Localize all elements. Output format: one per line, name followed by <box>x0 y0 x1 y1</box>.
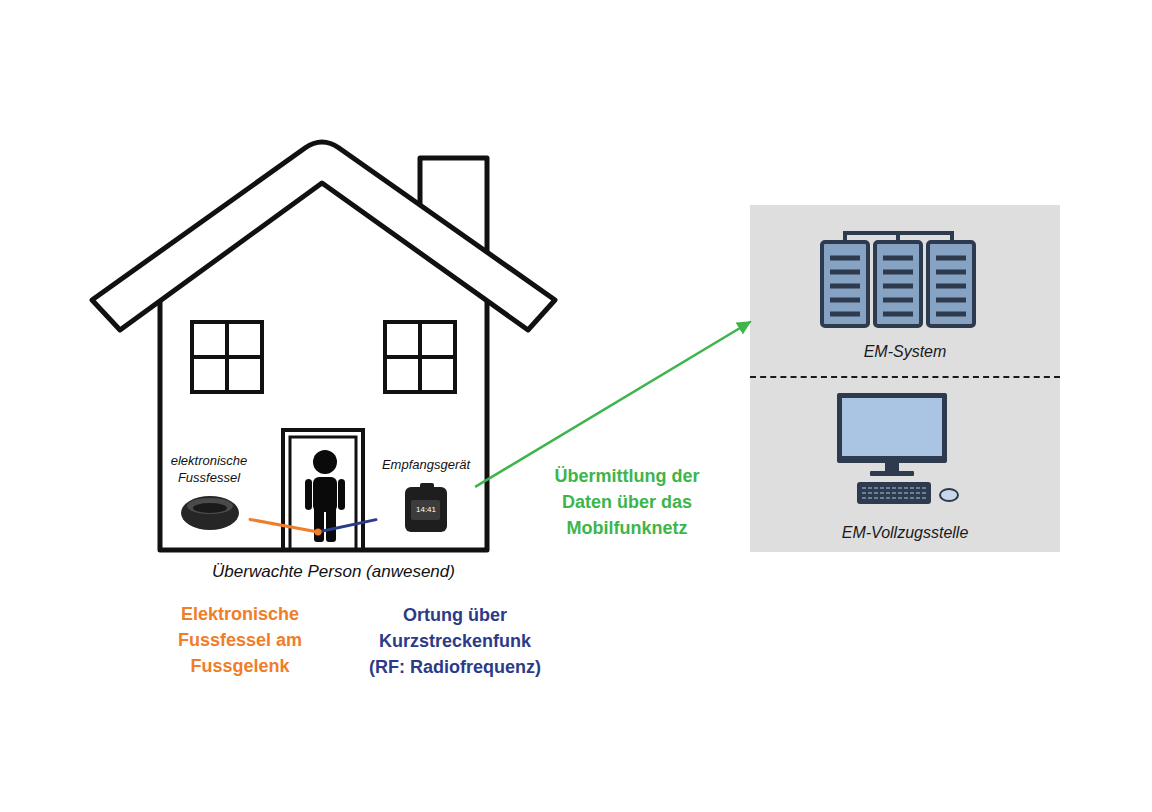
receiver-icon <box>405 483 447 532</box>
door-frame <box>290 437 356 550</box>
server-slot <box>830 258 966 314</box>
house-wall <box>160 301 487 550</box>
person-arm <box>305 479 312 510</box>
person-head <box>313 450 337 474</box>
monitor-base <box>870 471 914 476</box>
receiver-body <box>405 487 447 532</box>
node-text: elektronische Fussfessel <box>166 452 252 486</box>
window-frame <box>192 322 262 392</box>
ankle-band-inner <box>187 498 233 514</box>
connector-joint <box>315 529 322 536</box>
connector-line <box>476 322 750 486</box>
house-window <box>385 322 455 392</box>
window-bar <box>385 355 455 359</box>
receiver-top <box>420 483 434 489</box>
keyboard <box>857 482 931 504</box>
server-icon <box>822 233 974 326</box>
connector-label: Übermittlung der Daten über das Mobilfun… <box>541 463 713 541</box>
house-chimney <box>420 158 487 252</box>
node-text: Empfangsgerät <box>376 456 476 473</box>
node-text: EM-Vollzugsstelle <box>750 523 1060 543</box>
window-bar <box>192 355 262 359</box>
connector <box>250 519 376 535</box>
ankle-band-hole <box>193 503 227 513</box>
window-frame <box>385 322 455 392</box>
node-text: Überwachte Person (anwesend) <box>102 561 565 583</box>
node-text: EM-System <box>750 342 1060 362</box>
ankle-band <box>181 496 239 530</box>
connector-line <box>318 520 376 532</box>
computer-icon <box>837 393 958 504</box>
connector <box>476 322 750 486</box>
person-arm <box>338 479 345 510</box>
ankle-monitor-icon <box>181 496 239 530</box>
keyboard-keys <box>862 488 926 498</box>
monitor-screen <box>842 398 942 456</box>
person-leg <box>326 505 336 542</box>
person-leg <box>314 505 324 542</box>
caption-note: Ortung über Kurzstreckenfunk (RF: Radiof… <box>365 602 545 680</box>
monitor-frame <box>837 393 947 463</box>
monitor-stand <box>885 463 899 472</box>
display-reading: 14:41 <box>408 505 444 515</box>
computer-mouse <box>940 489 958 501</box>
caption-note: Elektronische Fussfessel am Fussgelenk <box>165 601 315 679</box>
house-window <box>192 322 262 392</box>
connector-line <box>250 519 318 532</box>
